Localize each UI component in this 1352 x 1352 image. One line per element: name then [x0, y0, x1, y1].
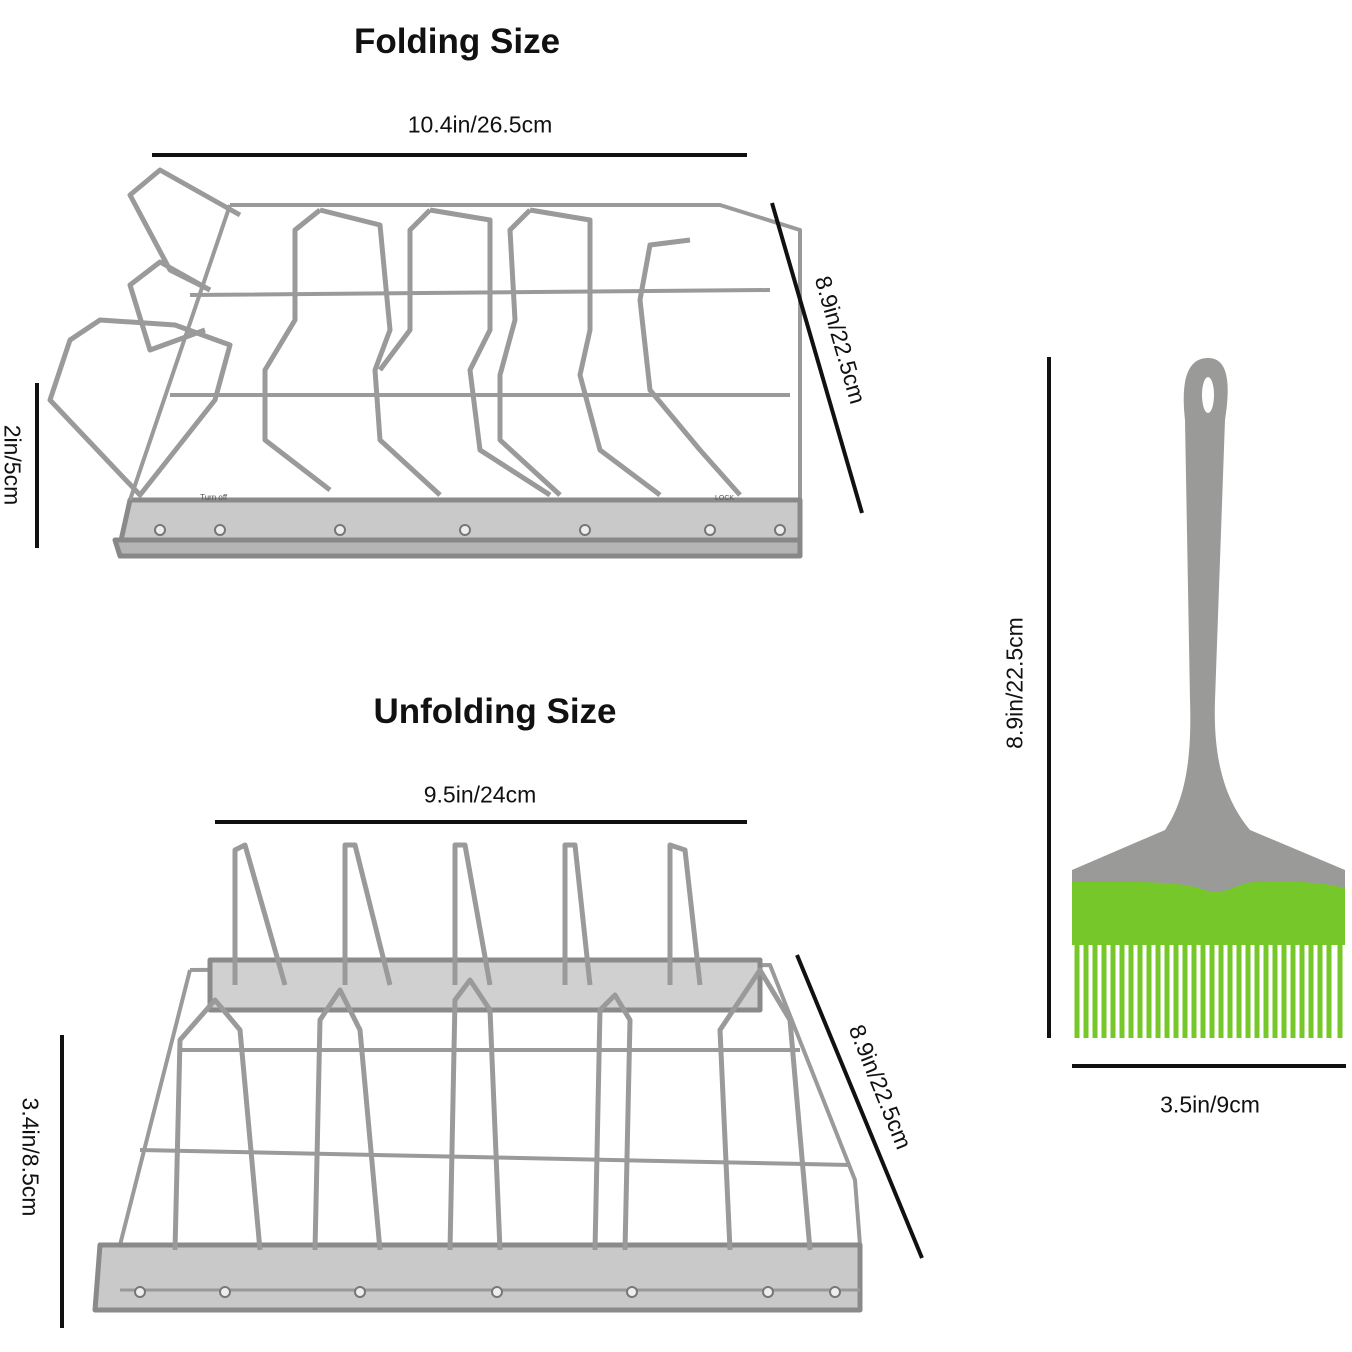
basting-brush-image: [1072, 358, 1345, 1038]
unfolded-rack-image: [92, 842, 863, 1313]
folding-width-line: [152, 153, 747, 157]
unfolding-height-label: 3.4in/8.5cm: [17, 1097, 44, 1217]
brush-width-line: [1072, 1064, 1346, 1068]
folding-size-title: Folding Size: [353, 22, 561, 61]
unfolding-width-label: 9.5in/24cm: [423, 781, 537, 808]
folded-rack-image: [47, 167, 803, 559]
folding-width-label: 10.4in/26.5cm: [407, 111, 553, 138]
brush-bristles: [1074, 940, 1343, 1038]
engraving-turn-off: Turn off: [200, 493, 228, 502]
unfolding-depth-line: [795, 954, 924, 1259]
folding-height-label: 2in/5cm: [0, 424, 26, 506]
folding-height-line: [35, 383, 39, 548]
folding-depth-line: [770, 202, 864, 514]
unfolding-size-title: Unfolding Size: [373, 692, 617, 731]
engraving-lock: LOCK: [715, 495, 734, 502]
dimension-lines: [770, 202, 924, 1259]
brush-width-label: 3.5in/9cm: [1160, 1091, 1260, 1118]
brush-length-line: [1047, 357, 1051, 1038]
brush-length-label: 8.9in/22.5cm: [1001, 617, 1028, 749]
unfolding-width-line: [215, 820, 747, 824]
unfolding-height-line: [60, 1035, 64, 1328]
